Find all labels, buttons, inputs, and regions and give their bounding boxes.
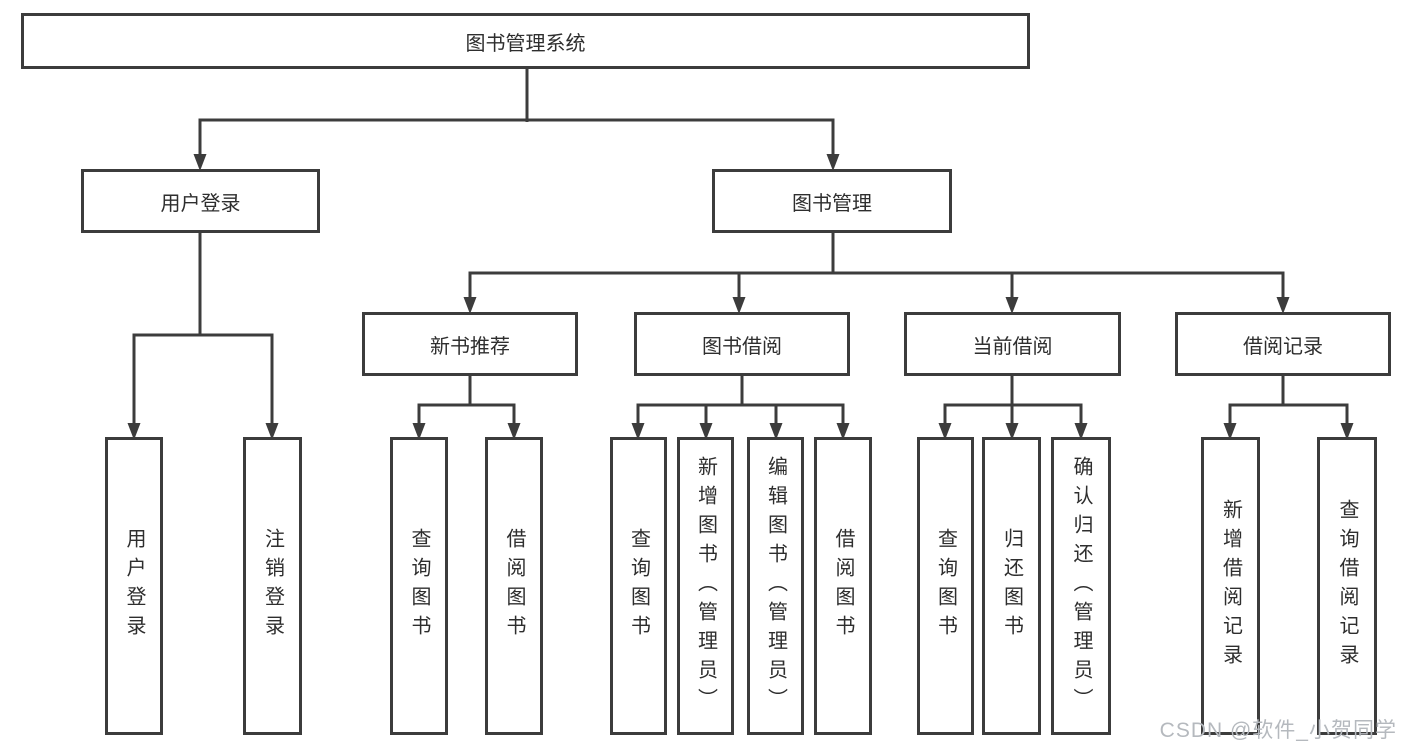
leaf-add-book-admin: 新增图书（管理员） <box>677 437 734 735</box>
leaf-label: 新增借阅记录 <box>1219 499 1242 673</box>
leaf-query-book-current: 查询图书 <box>917 437 974 735</box>
leaf-label: 编辑图书（管理员） <box>764 455 787 717</box>
leaf-label: 查询图书 <box>627 528 650 644</box>
leaf-label: 确认归还（管理员） <box>1070 455 1092 717</box>
leaf-label: 归还图书 <box>1000 528 1023 644</box>
leaf-return-book: 归还图书 <box>982 437 1041 735</box>
leaf-label: 查询图书 <box>408 528 430 644</box>
leaf-borrow-book: 借阅图书 <box>814 437 872 735</box>
leaf-confirm-return-admin: 确认归还（管理员） <box>1051 437 1111 735</box>
node-book-borrow: 图书借阅 <box>634 312 850 376</box>
leaf-label: 查询借阅记录 <box>1336 499 1358 673</box>
leaf-label: 用户登录 <box>123 528 145 644</box>
leaf-add-borrow-record: 新增借阅记录 <box>1201 437 1260 735</box>
leaf-user-login: 用户登录 <box>105 437 163 735</box>
csdn-watermark: CSDN @软件_小贺同学 <box>1159 719 1397 742</box>
leaf-label: 注销登录 <box>261 528 284 644</box>
leaf-label: 新增图书（管理员） <box>694 455 717 717</box>
node-root-library-system: 图书管理系统 <box>21 13 1030 69</box>
leaf-query-book-recommend: 查询图书 <box>390 437 448 735</box>
node-book-management: 图书管理 <box>712 169 952 233</box>
leaf-query-book-borrow: 查询图书 <box>610 437 667 735</box>
leaf-borrow-book-recommend: 借阅图书 <box>485 437 543 735</box>
node-new-book-recommend: 新书推荐 <box>362 312 578 376</box>
leaf-logout: 注销登录 <box>243 437 302 735</box>
node-user-login: 用户登录 <box>81 169 320 233</box>
node-current-borrow: 当前借阅 <box>904 312 1121 376</box>
leaf-label: 查询图书 <box>934 528 957 644</box>
node-borrow-records: 借阅记录 <box>1175 312 1391 376</box>
leaf-query-borrow-record: 查询借阅记录 <box>1317 437 1377 735</box>
leaf-edit-book-admin: 编辑图书（管理员） <box>747 437 804 735</box>
leaf-label: 借阅图书 <box>503 528 525 644</box>
leaf-label: 借阅图书 <box>832 528 854 644</box>
